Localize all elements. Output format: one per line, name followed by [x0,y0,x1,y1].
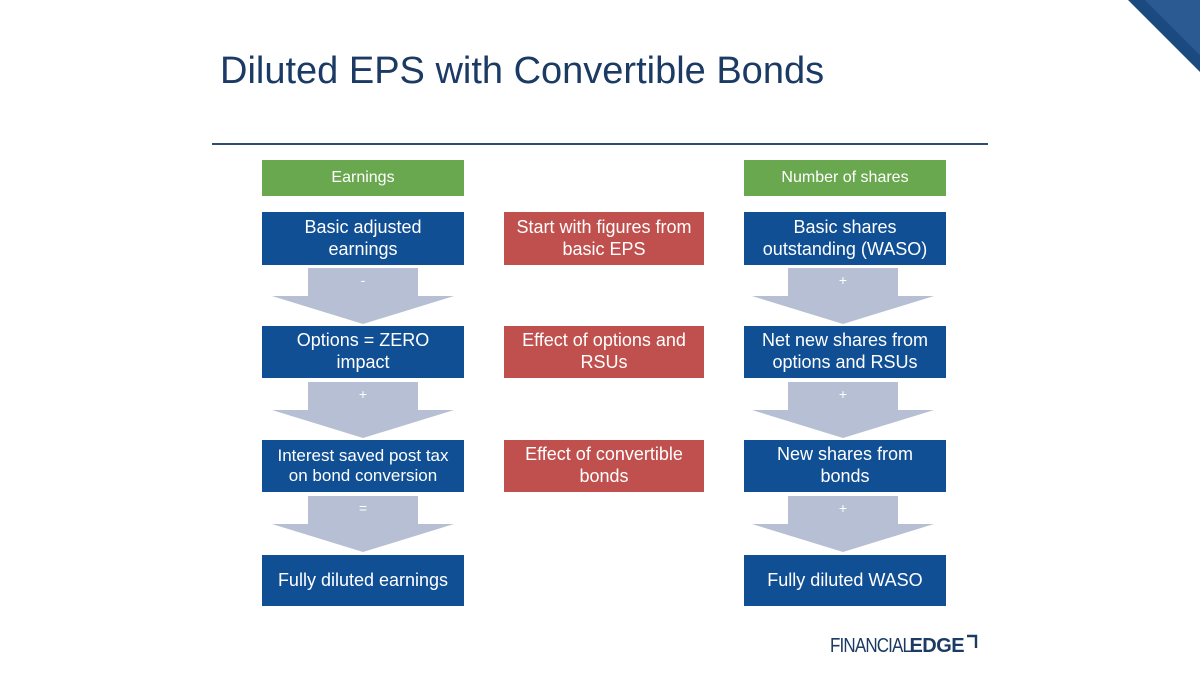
logo-corner-icon [967,634,978,648]
shares-box: Basic shares outstanding (WASO) [744,212,946,265]
title-divider [212,143,988,145]
earnings-box: Options = ZERO impact [262,326,464,378]
step-box: Effect of convertible bonds [504,440,704,492]
shares-box-label: Net new shares from options and RSUs [761,330,929,372]
step-box-label: Start with figures from basic EPS [516,216,692,259]
earnings-box-label: Interest saved post tax on bond conversi… [277,445,449,485]
operator-label: + [838,272,848,288]
earnings-header-label: Earnings [331,169,395,187]
earnings-header: Earnings [262,160,464,196]
page-title: Diluted EPS with Convertible Bonds [220,50,825,92]
earnings-box: Interest saved post tax on bond conversi… [262,440,464,492]
down-arrow-icon: + [272,382,454,438]
shares-box-label: New shares from bonds [776,444,914,486]
operator-label: + [358,386,368,402]
step-box-label: Effect of options and RSUs [522,330,686,372]
shares-header: Number of shares [744,160,946,196]
down-arrow-icon: - [272,268,454,324]
logo-text-edge: EDGE [909,635,965,657]
operator-label: - [360,272,366,288]
down-arrow-icon: = [272,496,454,552]
earnings-box-label: Basic adjusted earnings [304,216,422,259]
financial-edge-logo: FINANCIAL EDGE [830,632,978,658]
step-box: Start with figures from basic EPS [504,212,704,265]
shares-box: Fully diluted WASO [744,555,946,606]
step-box-label: Effect of convertible bonds [525,444,683,486]
operator-label: + [838,500,848,516]
shares-header-label: Number of shares [781,169,909,187]
operator-label: + [838,386,848,402]
shares-box: Net new shares from options and RSUs [744,326,946,378]
shares-box-label: Fully diluted WASO [767,569,923,590]
earnings-box-label: Options = ZERO impact [296,330,430,372]
earnings-box: Fully diluted earnings [262,555,464,606]
shares-box: New shares from bonds [744,440,946,492]
down-arrow-icon: + [752,382,934,438]
logo-text-financial: FINANCIAL [830,635,912,657]
operator-label: = [358,500,368,516]
shares-box-label: Basic shares outstanding (WASO) [762,216,928,259]
down-arrow-icon: + [752,496,934,552]
earnings-box-label: Fully diluted earnings [277,569,449,590]
step-box: Effect of options and RSUs [504,326,704,378]
earnings-box: Basic adjusted earnings [262,212,464,265]
down-arrow-icon: + [752,268,934,324]
